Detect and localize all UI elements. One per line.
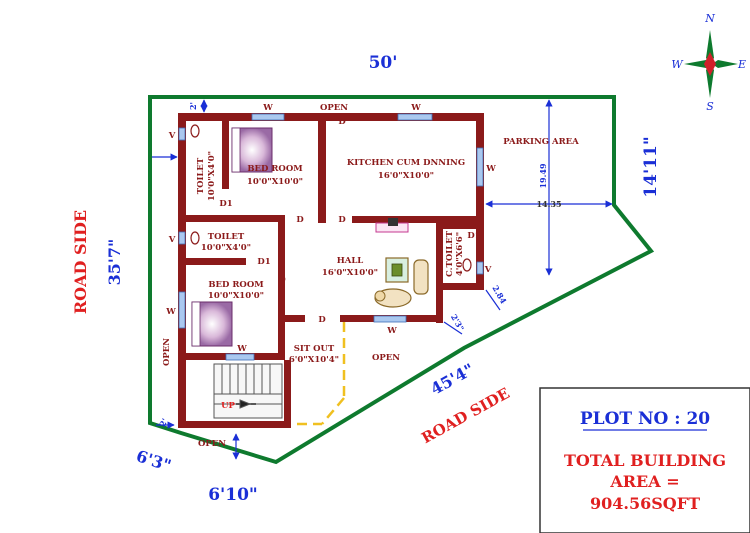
mark-v-3: V (484, 265, 492, 275)
plot-no: PLOT NO : 20 (580, 409, 710, 429)
mark-w-2: W (410, 103, 421, 113)
bed-1 (231, 127, 273, 173)
room-hall-size: 16'0"X10'0" (322, 268, 378, 278)
parking-label: PARKING AREA (503, 137, 579, 147)
mark-w-6: W (386, 326, 397, 336)
dim-bottom: 6'10" (208, 485, 258, 505)
dim-corner: 6'3" (134, 446, 174, 475)
mark-d-2: D (296, 215, 304, 225)
room-bed1-size: 10'0"X10'0" (247, 177, 303, 187)
compass-s: S (706, 100, 714, 113)
toilet-fixture-1 (190, 124, 200, 138)
room-hall-name: HALL (337, 256, 364, 266)
area-line-3: 904.56SQFT (590, 494, 700, 513)
room-sitout-name: SIT OUT (294, 344, 335, 354)
compass-n: N (704, 12, 715, 25)
dim-gap-left: 2' (157, 417, 170, 429)
mark-up: UP (221, 401, 235, 411)
area-line-2: AREA = (609, 472, 679, 491)
staircase (213, 363, 283, 419)
room-bed1-name: BED ROOM (247, 164, 303, 174)
mark-w-1: W (262, 103, 273, 113)
bed-2 (191, 301, 233, 347)
dim-top: 50' (369, 53, 398, 73)
area-line-1: TOTAL BUILDING (564, 451, 726, 470)
compass-icon (684, 30, 738, 98)
sofa-set (374, 257, 429, 308)
mark-w-4: W (165, 307, 176, 317)
room-toilet2-size: 10'0"X4'0" (201, 243, 251, 253)
open-mid: OPEN (372, 353, 400, 363)
road-left: ROAD SIDE (71, 210, 90, 314)
mark-d-1: D (338, 117, 346, 127)
toilet-fixture-3 (462, 258, 472, 272)
mark-d1-1: D1 (219, 199, 232, 209)
dim-inner-14: 14.35 (536, 199, 561, 209)
open-top: OPEN (320, 103, 348, 113)
room-kitchen-size: 16'0"X10'0" (378, 171, 434, 181)
mark-w-5: W (236, 344, 247, 354)
dimension-lines (152, 99, 613, 460)
dim-left: 35'7" (105, 239, 124, 286)
dim-inner-19: 19.49 (538, 163, 548, 188)
mark-d1-2: D1 (257, 257, 270, 267)
compass-w: W (671, 58, 684, 71)
room-toilet2-name: TOILET (208, 232, 245, 242)
room-sitout-size: 6'0"X10'4" (289, 355, 339, 365)
mark-d1-3: D1 (467, 231, 480, 241)
mark-w-3: W (485, 164, 496, 174)
compass-e: E (737, 58, 746, 71)
dim-gap-top: 2' (188, 102, 198, 110)
dim-right: 14'11" (641, 136, 661, 197)
room-bed2-size: 10'0"X10'0" (208, 291, 264, 301)
kitchen-counter (375, 218, 409, 233)
room-toilet1-name: TOILET (196, 157, 206, 194)
windows (178, 113, 484, 361)
mark-v-2: V (168, 235, 176, 245)
room-ctoilet-size: 4'0"X6'6" (455, 232, 465, 276)
room-kitchen-name: KITCHEN CUM DNNING (347, 158, 465, 168)
room-ctoilet-name: C.TOILET (445, 230, 455, 277)
toilet-fixture-2 (190, 231, 200, 245)
open-left: OPEN (162, 338, 172, 366)
plot-info-box (539, 387, 750, 533)
room-bed2-name: BED ROOM (208, 280, 264, 290)
mark-d-5: D (318, 315, 326, 325)
room-toilet1-size: 10'0"X4'0" (207, 151, 217, 201)
open-bottom: OPEN (198, 439, 226, 449)
mark-v-1: V (168, 131, 176, 141)
mark-d-3: D (338, 215, 346, 225)
mark-d-4: D (278, 275, 286, 285)
